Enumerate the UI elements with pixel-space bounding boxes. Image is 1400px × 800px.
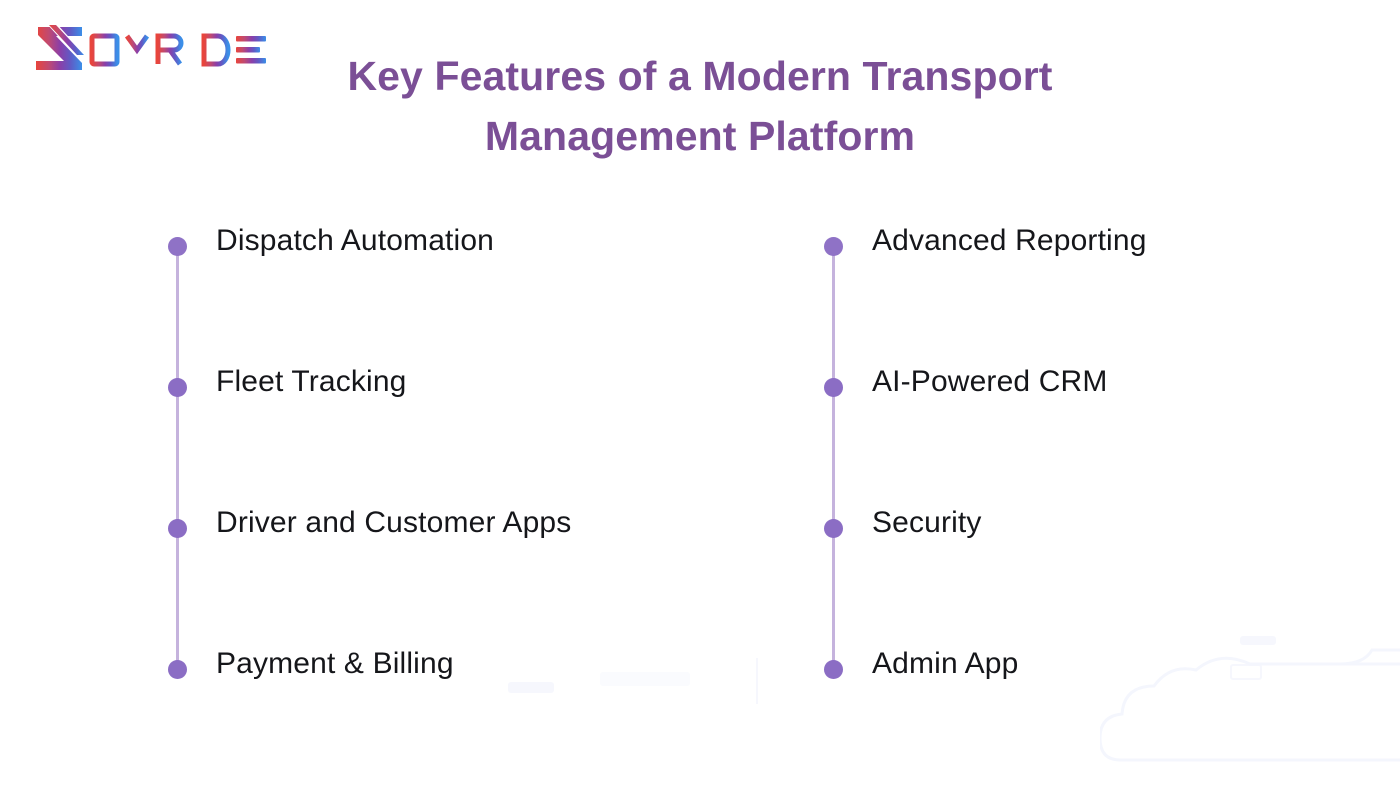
feature-label: Advanced Reporting <box>872 224 1147 257</box>
logo-z-mark <box>36 24 86 70</box>
feature-label: Dispatch Automation <box>216 224 495 257</box>
timeline-rail-right <box>832 246 835 676</box>
feature-label: Fleet Tracking <box>216 365 407 398</box>
feature-label: Payment & Billing <box>216 647 454 680</box>
feature-label: Admin App <box>872 647 1019 680</box>
logo-wordmark <box>89 33 231 67</box>
timeline-rail-left <box>176 246 179 676</box>
timeline-dot-icon <box>824 378 843 397</box>
feature-label: AI-Powered CRM <box>872 365 1108 398</box>
timeline-dot-icon <box>168 519 187 538</box>
page-title-line-1: Key Features of a Modern Transport <box>347 53 1053 99</box>
page-title-line-2: Management Platform <box>484 113 916 159</box>
timeline-dot-icon <box>824 660 843 679</box>
timeline-dot-icon <box>168 378 187 397</box>
logo-e-glyph <box>236 36 266 64</box>
timeline-dot-icon <box>824 237 843 256</box>
timeline-dot-icon <box>168 660 187 679</box>
page-title: Key Features of a Modern Transport Manag… <box>270 46 1130 166</box>
zoyride-logo[interactable] <box>34 22 284 74</box>
timeline-dot-icon <box>824 519 843 538</box>
timeline-dot-icon <box>168 237 187 256</box>
feature-label: Security <box>872 506 982 539</box>
feature-label: Driver and Customer Apps <box>216 506 572 539</box>
